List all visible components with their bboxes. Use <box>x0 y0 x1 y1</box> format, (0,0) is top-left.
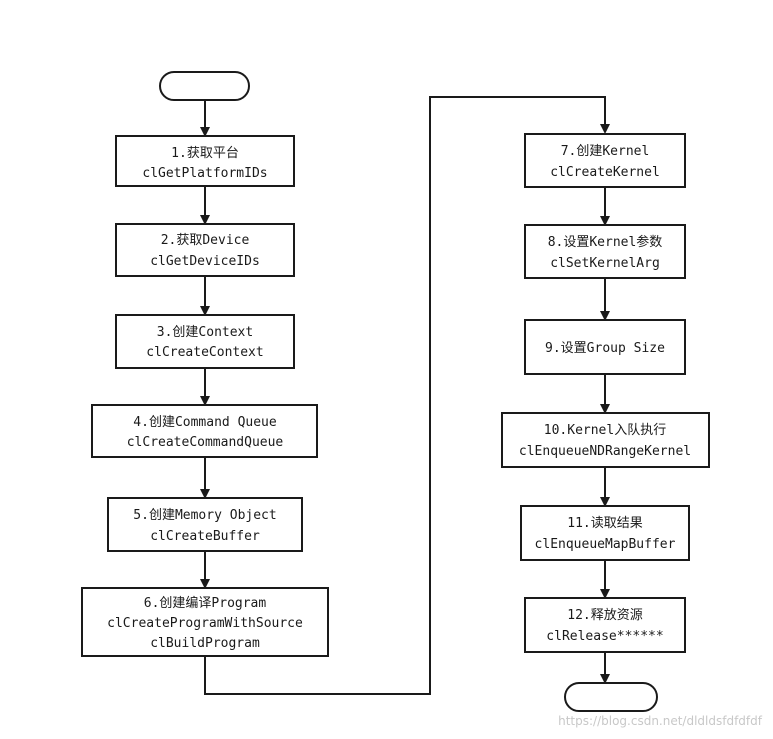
step-8-title: 8.设置Kernel参数 <box>548 234 663 250</box>
step-7-box <box>524 133 686 188</box>
step-11-function: clEnqueueMapBuffer <box>535 537 676 552</box>
step-5-title: 5.创建Memory Object <box>133 508 276 523</box>
connector-6-to-7 <box>204 96 610 695</box>
step-6-title: 6.创建编译Program <box>144 596 267 611</box>
end-terminator <box>564 682 658 712</box>
step-2-title: 2.获取Device <box>161 233 250 248</box>
start-terminator <box>159 71 250 101</box>
step-9-title: 9.设置Group Size <box>545 341 665 356</box>
step-2-box <box>115 223 295 277</box>
step-11-title: 11.读取结果 <box>567 516 642 531</box>
step-12-function: clRelease****** <box>546 629 663 644</box>
step-1-box <box>115 135 295 187</box>
step-9-box <box>524 319 686 375</box>
step-8-box <box>524 224 686 279</box>
step-3-title: 3.创建Context <box>157 325 253 340</box>
step-7-function: clCreateKernel <box>550 165 660 180</box>
step-2-function: clGetDeviceIDs <box>150 254 260 269</box>
step-10-function: clEnqueueNDRangeKernel <box>519 444 691 459</box>
step-1-function: clGetPlatformIDs <box>142 166 267 181</box>
step-12-title: 12.释放资源 <box>567 608 642 623</box>
step-10-title: 10.Kernel入队执行 <box>544 423 666 438</box>
step-3-function: clCreateContext <box>146 345 263 360</box>
step-1-title: 1.获取平台 <box>171 146 239 161</box>
step-6-function-build: clBuildProgram <box>150 636 260 651</box>
step-5-box <box>107 497 303 552</box>
step-8-function: clSetKernelArg <box>550 256 660 271</box>
step-6-function: clCreateProgramWithSource <box>107 616 303 631</box>
step-4-title: 4.创建Command Queue <box>133 415 277 430</box>
step-5-function: clCreateBuffer <box>150 529 260 544</box>
watermark-text: https://blog.csdn.net/dldldsfdfdfdf <box>558 714 763 728</box>
step-4-function: clCreateCommandQueue <box>127 435 284 450</box>
step-12-box <box>524 597 686 653</box>
step-11-box <box>520 505 690 561</box>
step-7-title: 7.创建Kernel <box>561 144 650 159</box>
step-3-box <box>115 314 295 369</box>
